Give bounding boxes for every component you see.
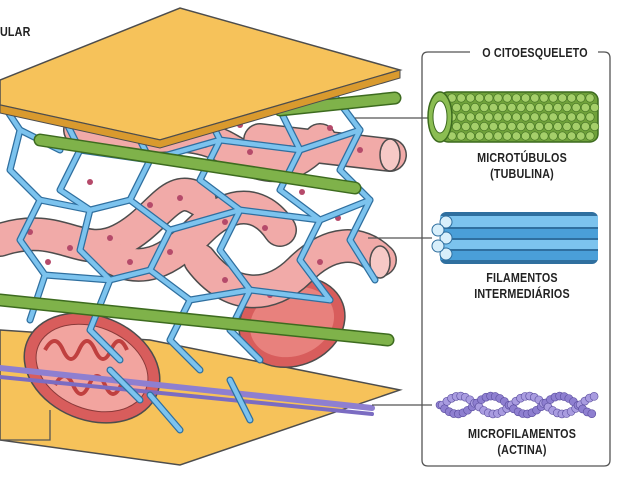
partial-label-top-left: ULAR [0, 25, 31, 39]
microfilaments-label: MICROFILAMENTOS (ACTINA) [451, 426, 592, 458]
microfilaments-label-line1: MICROFILAMENTOS [467, 427, 577, 441]
microtubules-icon [427, 91, 600, 143]
group-bracket [421, 51, 611, 467]
intermediate-label-line2: INTERMEDIÁRIOS [474, 287, 570, 301]
microfilaments-label-line2: (ACTINA) [497, 443, 547, 457]
intermediate-filaments-label: FILAMENTOS INTERMEDIÁRIOS [458, 270, 585, 302]
cytoskeleton-title: O CITOESQUELETO [480, 45, 590, 61]
intermediate-filament-network [0, 86, 379, 434]
microtubules-label-line1: MICROTÚBULOS [477, 151, 567, 165]
leader-line-left [0, 410, 51, 441]
microtubules-label-line2: (TUBULINA) [490, 167, 554, 181]
actin-filaments [0, 365, 375, 416]
intermediate-filaments-icon [431, 212, 598, 264]
microtubules-label: MICROTÚBULOS (TUBULINA) [458, 150, 585, 182]
microtubule-rods [0, 91, 402, 347]
intermediate-label-line1: FILAMENTOS [486, 271, 558, 285]
microfilaments-icon [435, 391, 599, 419]
